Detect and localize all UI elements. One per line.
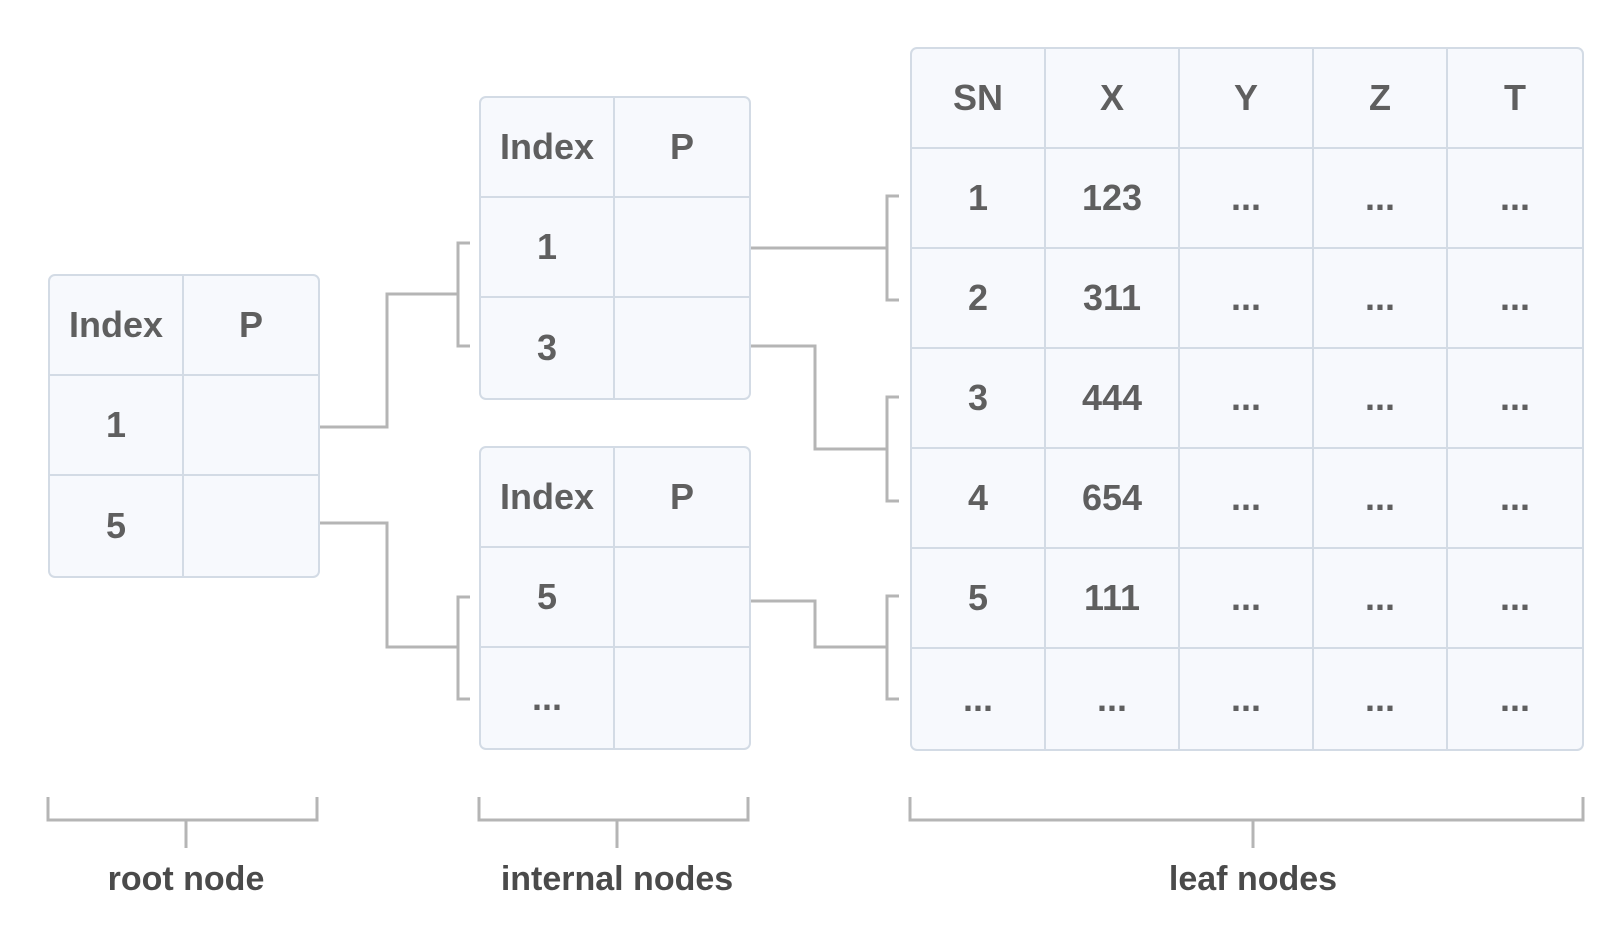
bracket-leaf-1-2	[885, 194, 899, 302]
pointer-cell	[184, 476, 318, 576]
header-cell: SN	[912, 49, 1046, 149]
table-cell: 123	[1046, 149, 1180, 249]
pointer-cell	[615, 548, 749, 648]
table-cell: ...	[1180, 149, 1314, 249]
header-cell: Y	[1180, 49, 1314, 149]
header-cell: P	[615, 98, 749, 198]
table-cell: 3	[481, 298, 615, 398]
table-cell: ...	[1448, 349, 1582, 449]
table-row: 2 311 ... ... ...	[912, 249, 1582, 349]
header-cell: Index	[50, 276, 184, 376]
table-cell: 111	[1046, 549, 1180, 649]
table-cell: ...	[1448, 449, 1582, 549]
header-cell: T	[1448, 49, 1582, 149]
table-cell: 3	[912, 349, 1046, 449]
table-row: 1 123 ... ... ...	[912, 149, 1582, 249]
table-cell: 654	[1046, 449, 1180, 549]
group-bracket-leaf	[908, 797, 1585, 822]
internal-nodes-label: internal nodes	[500, 860, 734, 898]
table-header-row: SN X Y Z T	[912, 49, 1582, 149]
table-cell: ...	[1314, 349, 1448, 449]
connector-root-1	[288, 292, 458, 429]
table-cell: 1	[912, 149, 1046, 249]
table-cell: ...	[1314, 449, 1448, 549]
table-cell: ...	[481, 648, 615, 748]
internal-node-table-bottom: Index P 5 ...	[479, 446, 751, 750]
bracket-internal-bottom	[456, 595, 470, 701]
table-row: 3 444 ... ... ...	[912, 349, 1582, 449]
table-row: 1	[481, 198, 749, 298]
root-node-table: Index P 1 5	[48, 274, 320, 578]
table-row: 3	[481, 298, 749, 398]
table-row: 5	[50, 476, 318, 576]
bracket-leaf-5-more	[885, 594, 899, 701]
header-cell: Index	[481, 448, 615, 548]
table-cell: ...	[1448, 149, 1582, 249]
table-cell: ...	[1180, 349, 1314, 449]
table-cell: 2	[912, 249, 1046, 349]
header-cell: P	[184, 276, 318, 376]
table-cell: ...	[1314, 149, 1448, 249]
table-cell: 311	[1046, 249, 1180, 349]
table-row: 5 111 ... ... ...	[912, 549, 1582, 649]
header-cell: Z	[1314, 49, 1448, 149]
table-header-row: Index P	[481, 448, 749, 548]
leaf-nodes-table: SN X Y Z T 1 123 ... ... ... 2 311 ... .…	[910, 47, 1584, 751]
table-row: 4 654 ... ... ...	[912, 449, 1582, 549]
table-cell: ...	[912, 649, 1046, 749]
pointer-cell	[615, 198, 749, 298]
leaf-nodes-label: leaf nodes	[1168, 860, 1338, 898]
internal-node-table-top: Index P 1 3	[479, 96, 751, 400]
bracket-internal-top	[456, 241, 470, 348]
pointer-cell	[615, 648, 749, 748]
table-cell: ...	[1314, 649, 1448, 749]
header-cell: X	[1046, 49, 1180, 149]
table-cell: 1	[481, 198, 615, 298]
table-cell: 5	[912, 549, 1046, 649]
root-node-label: root node	[107, 860, 265, 898]
table-row: 5	[481, 548, 749, 648]
header-cell: P	[615, 448, 749, 548]
connector-root-5	[288, 521, 458, 649]
table-cell: ...	[1448, 249, 1582, 349]
table-cell: 4	[912, 449, 1046, 549]
table-row: ...	[481, 648, 749, 748]
table-cell: 1	[50, 376, 184, 476]
table-cell: 5	[481, 548, 615, 648]
table-cell: ...	[1180, 649, 1314, 749]
table-cell: ...	[1180, 249, 1314, 349]
table-header-row: Index P	[481, 98, 749, 198]
table-cell: ...	[1046, 649, 1180, 749]
pointer-cell	[184, 376, 318, 476]
bracket-leaf-3-4	[885, 395, 899, 503]
table-cell: ...	[1448, 549, 1582, 649]
group-bracket-internal	[477, 797, 750, 822]
table-cell: ...	[1314, 549, 1448, 649]
table-cell: ...	[1180, 549, 1314, 649]
table-cell: 5	[50, 476, 184, 576]
table-header-row: Index P	[50, 276, 318, 376]
table-cell: 444	[1046, 349, 1180, 449]
table-cell: ...	[1180, 449, 1314, 549]
table-row: 1	[50, 376, 318, 476]
table-cell: ...	[1499, 678, 1530, 719]
table-row: ... ... ... ... ...	[912, 649, 1582, 749]
header-cell: Index	[481, 98, 615, 198]
group-bracket-root	[46, 797, 319, 822]
pointer-cell	[615, 298, 749, 398]
table-cell: ...	[1314, 249, 1448, 349]
